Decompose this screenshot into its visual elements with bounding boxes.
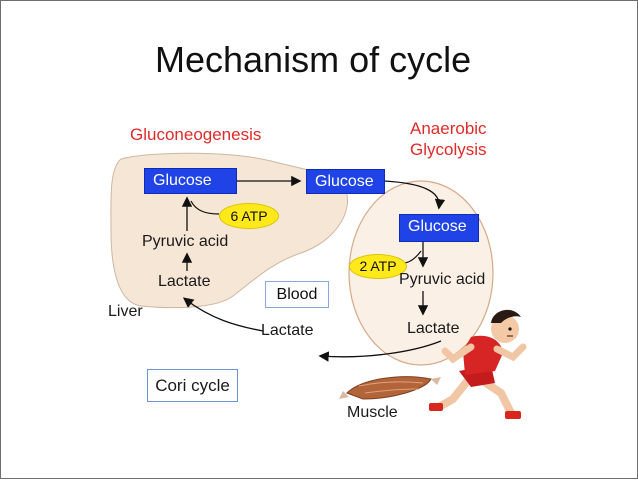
liver-pyruvic-acid-label: Pyruvic acid <box>142 233 229 250</box>
arrow-muscle-lactate-to-blood <box>318 340 442 362</box>
muscle-glucose-box: Glucose <box>399 214 479 242</box>
muscle-atp-badge: 2 ATP <box>349 254 407 279</box>
liver-label: Liver <box>108 303 143 320</box>
muscle-pyruvic-acid-label: Pyruvic acid <box>399 271 486 288</box>
arrow-blood-lactate-to-liver <box>182 297 264 332</box>
muscle-fiber-icon <box>339 376 441 400</box>
blood-lactate-label: Lactate <box>261 322 314 339</box>
cori-cycle-badge: Cori cycle <box>147 369 238 402</box>
arrow-blood-glucose-to-muscle-glucose <box>383 180 446 210</box>
arrow-atp-to-liver-glucose <box>190 200 220 215</box>
gluconeogenesis-heading: Gluconeogenesis <box>130 125 262 144</box>
runner-illustration <box>429 309 527 419</box>
blood-glucose-box: Glucose <box>306 169 385 194</box>
liver-lactate-label: Lactate <box>158 273 211 290</box>
muscle-lactate-label: Lactate <box>407 320 460 337</box>
page-title: Mechanism of cycle <box>155 39 472 80</box>
muscle-label: Muscle <box>347 404 398 421</box>
liver-atp-badge: 6 ATP <box>219 203 279 229</box>
blood-label: Blood <box>265 281 329 308</box>
anaerobic-heading-line1: Anaerobic <box>410 119 487 138</box>
liver-glucose-box: Glucose <box>144 168 237 194</box>
anaerobic-heading-line2: Glycolysis <box>410 140 487 159</box>
